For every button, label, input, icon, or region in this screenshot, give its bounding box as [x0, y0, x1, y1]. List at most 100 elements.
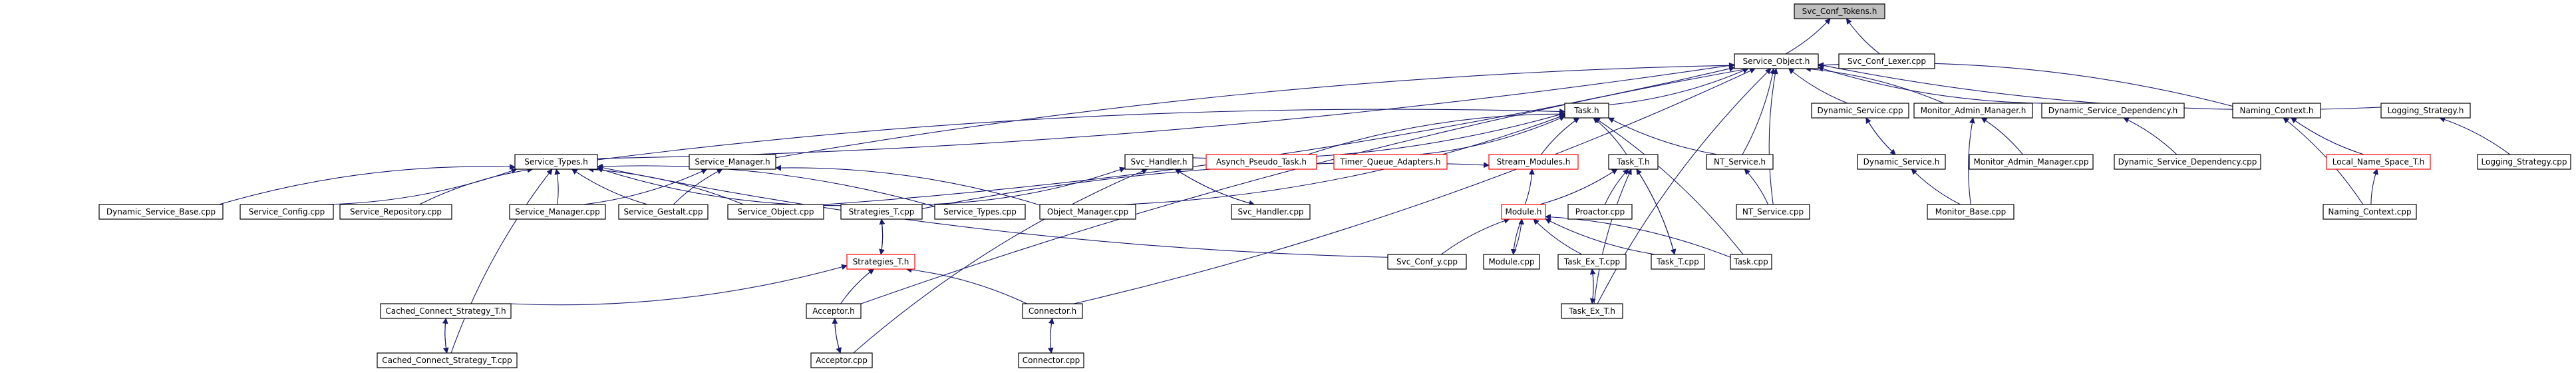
- node-stream-modules-h[interactable]: Stream_Modules.h: [1488, 154, 1579, 170]
- node-object-manager-cpp[interactable]: Object_Manager.cpp: [1039, 204, 1136, 220]
- node-service-types-cpp[interactable]: Service_Types.cpp: [934, 204, 1026, 220]
- node-dynamic-service-dependency-cpp[interactable]: Dynamic_Service_Dependency.cpp: [2114, 154, 2261, 170]
- node-service-manager-cpp[interactable]: Service_Manager.cpp: [509, 204, 606, 220]
- node-service-gestalt-cpp[interactable]: Service_Gestalt.cpp: [618, 204, 709, 220]
- node-box: [1734, 53, 1819, 69]
- node-box: [1124, 154, 1194, 170]
- edge-dynamic_service_base_cpp-to-service_types_h: [218, 164, 516, 205]
- node-label: Service_Repository.cpp: [350, 207, 442, 216]
- node-dynamic-service-base-cpp[interactable]: Dynamic_Service_Base.cpp: [98, 204, 224, 220]
- node-label: Timer_Queue_Adapters.h: [1339, 157, 1440, 167]
- node-service-repository-cpp[interactable]: Service_Repository.cpp: [339, 204, 452, 220]
- node-box: [1736, 204, 1810, 220]
- node-local-name-space-t-h[interactable]: Local_Name_Space_T.h: [2326, 154, 2431, 170]
- node-box: [806, 303, 862, 319]
- edge-nt_service_cpp-to-service_object_h: [1768, 68, 1778, 205]
- node-label: Strategies_T.cpp: [849, 207, 915, 216]
- node-service-object-cpp[interactable]: Service_Object.cpp: [727, 204, 824, 220]
- node-svc-conf-lexer-cpp[interactable]: Svc_Conf_Lexer.cpp: [1838, 53, 1935, 69]
- node-strategies-t-h[interactable]: Strategies_T.h: [846, 254, 915, 270]
- node-box: [1794, 3, 1885, 19]
- node-label: Service_Object.h: [1743, 57, 1810, 66]
- node-connector-h[interactable]: Connector.h: [1022, 303, 1083, 319]
- edge-cached_connect_strategy_t_cpp-to-service_types_h: [450, 169, 553, 354]
- node-monitor-admin-manager-h[interactable]: Monitor_Admin_Manager.h: [1913, 103, 2033, 119]
- node-box: [1022, 303, 1083, 319]
- edge-task_ex_t_cpp-to-task_ex_t_h: [1589, 268, 1596, 304]
- node-box: [1039, 204, 1136, 220]
- node-naming-context-cpp[interactable]: Naming_Context.cpp: [2323, 204, 2417, 220]
- node-module-cpp[interactable]: Module.cpp: [1483, 254, 1540, 270]
- node-svc-handler-cpp[interactable]: Svc_Handler.cpp: [1231, 204, 1311, 220]
- edge-monitor_admin_manager_cpp-to-monitor_admin_manager_h: [1981, 117, 2023, 155]
- node-service-manager-h[interactable]: Service_Manager.h: [689, 154, 776, 170]
- node-monitor-base-cpp[interactable]: Monitor_Base.cpp: [1927, 204, 2014, 220]
- node-asynch-pseudo-task-h[interactable]: Asynch_Pseudo_Task.h: [1206, 154, 1317, 170]
- node-dynamic-service-dependency-h[interactable]: Dynamic_Service_Dependency.h: [2041, 103, 2185, 119]
- node-label: Svc_Conf_Lexer.cpp: [1848, 57, 1926, 66]
- edge-asynch_pseudo_task_h-to-task_h: [1307, 111, 1565, 155]
- edge-service_gestalt_cpp-to-service_types_h: [571, 169, 648, 205]
- edge-cached_connect_strategy_t_h-to-cached_connect_strategy_t_cpp: [442, 318, 449, 354]
- node-task-cpp[interactable]: Task.cpp: [1730, 254, 1772, 270]
- node-naming-context-h[interactable]: Naming_Context.h: [2232, 103, 2321, 119]
- node-task-ex-t-h[interactable]: Task_Ex_T.h: [1561, 303, 1623, 319]
- node-box: [240, 204, 334, 220]
- node-label: Connector.cpp: [1023, 356, 1080, 365]
- node-nt-service-h[interactable]: NT_Service.h: [1706, 154, 1774, 170]
- node-dynamic-service-cpp[interactable]: Dynamic_Service.cpp: [1811, 103, 1909, 119]
- node-strategies-t-cpp[interactable]: Strategies_T.cpp: [840, 204, 923, 220]
- node-logging-strategy-cpp[interactable]: Logging_Strategy.cpp: [2477, 154, 2571, 170]
- edge-timer_queue_adapters_h-to-task_h: [1418, 115, 1565, 155]
- node-dynamic-service-h[interactable]: Dynamic_Service.h: [1857, 154, 1946, 170]
- node-svc-handler-h[interactable]: Svc_Handler.h: [1124, 154, 1194, 170]
- node-box: [1561, 303, 1623, 319]
- node-timer-queue-adapters-h[interactable]: Timer_Queue_Adapters.h: [1333, 154, 1448, 170]
- node-label: Service_Gestalt.cpp: [623, 207, 703, 216]
- edge-logging_strategy_cpp-to-logging_strategy_h: [2439, 117, 2511, 155]
- node-nt-service-cpp[interactable]: NT_Service.cpp: [1736, 204, 1810, 220]
- node-proactor-cpp[interactable]: Proactor.cpp: [1567, 204, 1633, 220]
- node-acceptor-h[interactable]: Acceptor.h: [806, 303, 862, 319]
- node-label: Naming_Context.cpp: [2328, 207, 2411, 216]
- node-label: Local_Name_Space_T.h: [2333, 157, 2424, 167]
- node-monitor-admin-manager-cpp[interactable]: Monitor_Admin_Manager.cpp: [1969, 154, 2094, 170]
- node-service-config-cpp[interactable]: Service_Config.cpp: [240, 204, 334, 220]
- node-box: [2041, 103, 2185, 119]
- edge-local_name_space_t_h-to-naming_context_h: [2291, 117, 2364, 155]
- node-box: [339, 204, 452, 220]
- node-label: Task_T.cpp: [1656, 257, 1698, 266]
- node-box: [1564, 103, 1609, 119]
- node-task-ex-t-cpp[interactable]: Task_Ex_T.cpp: [1557, 254, 1627, 270]
- edge-object_manager_cpp-to-task_h: [1124, 114, 1565, 205]
- node-task-h[interactable]: Task.h: [1564, 103, 1609, 119]
- node-label: Stream_Modules.h: [1497, 157, 1571, 167]
- node-box: [98, 204, 224, 220]
- node-task-t-h[interactable]: Task_T.h: [1608, 154, 1659, 170]
- node-service-types-h[interactable]: Service_Types.h: [514, 154, 598, 170]
- node-logging-strategy-h[interactable]: Logging_Strategy.h: [2380, 103, 2471, 119]
- node-box: [2114, 154, 2261, 170]
- node-label: Monitor_Base.cpp: [1935, 207, 2006, 216]
- node-label: Logging_Strategy.h: [2388, 106, 2464, 115]
- node-box: [1483, 254, 1540, 270]
- node-box: [1608, 154, 1659, 170]
- node-task-t-cpp[interactable]: Task_T.cpp: [1651, 254, 1705, 270]
- node-connector-cpp[interactable]: Connector.cpp: [1018, 352, 1084, 368]
- node-label: Service_Object.cpp: [737, 207, 814, 216]
- edge-nt_service_h-to-task_h: [1608, 117, 1718, 155]
- node-svc-conf-y-cpp[interactable]: Svc_Conf_y.cpp: [1387, 254, 1467, 270]
- edge-service_gestalt_cpp-to-service_manager_h: [673, 169, 723, 205]
- edge-svc_conf_y_cpp-to-service_types_h: [597, 165, 1388, 258]
- node-module-h[interactable]: Module.h: [1501, 204, 1546, 220]
- node-acceptor-cpp[interactable]: Acceptor.cpp: [810, 352, 873, 368]
- node-service-object-h[interactable]: Service_Object.h: [1734, 53, 1819, 69]
- node-box: [1969, 154, 2094, 170]
- node-label: Module.cpp: [1488, 257, 1534, 266]
- node-cached-connect-strategy-t-cpp[interactable]: Cached_Connect_Strategy_T.cpp: [377, 352, 518, 368]
- node-cached-connect-strategy-t-h[interactable]: Cached_Connect_Strategy_T.h: [380, 303, 512, 319]
- node-svc-conf-tokens-h[interactable]: Svc_Conf_Tokens.h: [1794, 3, 1885, 19]
- edge-task_t_h-to-task_t_cpp: [1636, 169, 1677, 255]
- node-box: [2380, 103, 2471, 119]
- edge-monitor_base_cpp-to-dynamic_service_h: [1911, 169, 1961, 205]
